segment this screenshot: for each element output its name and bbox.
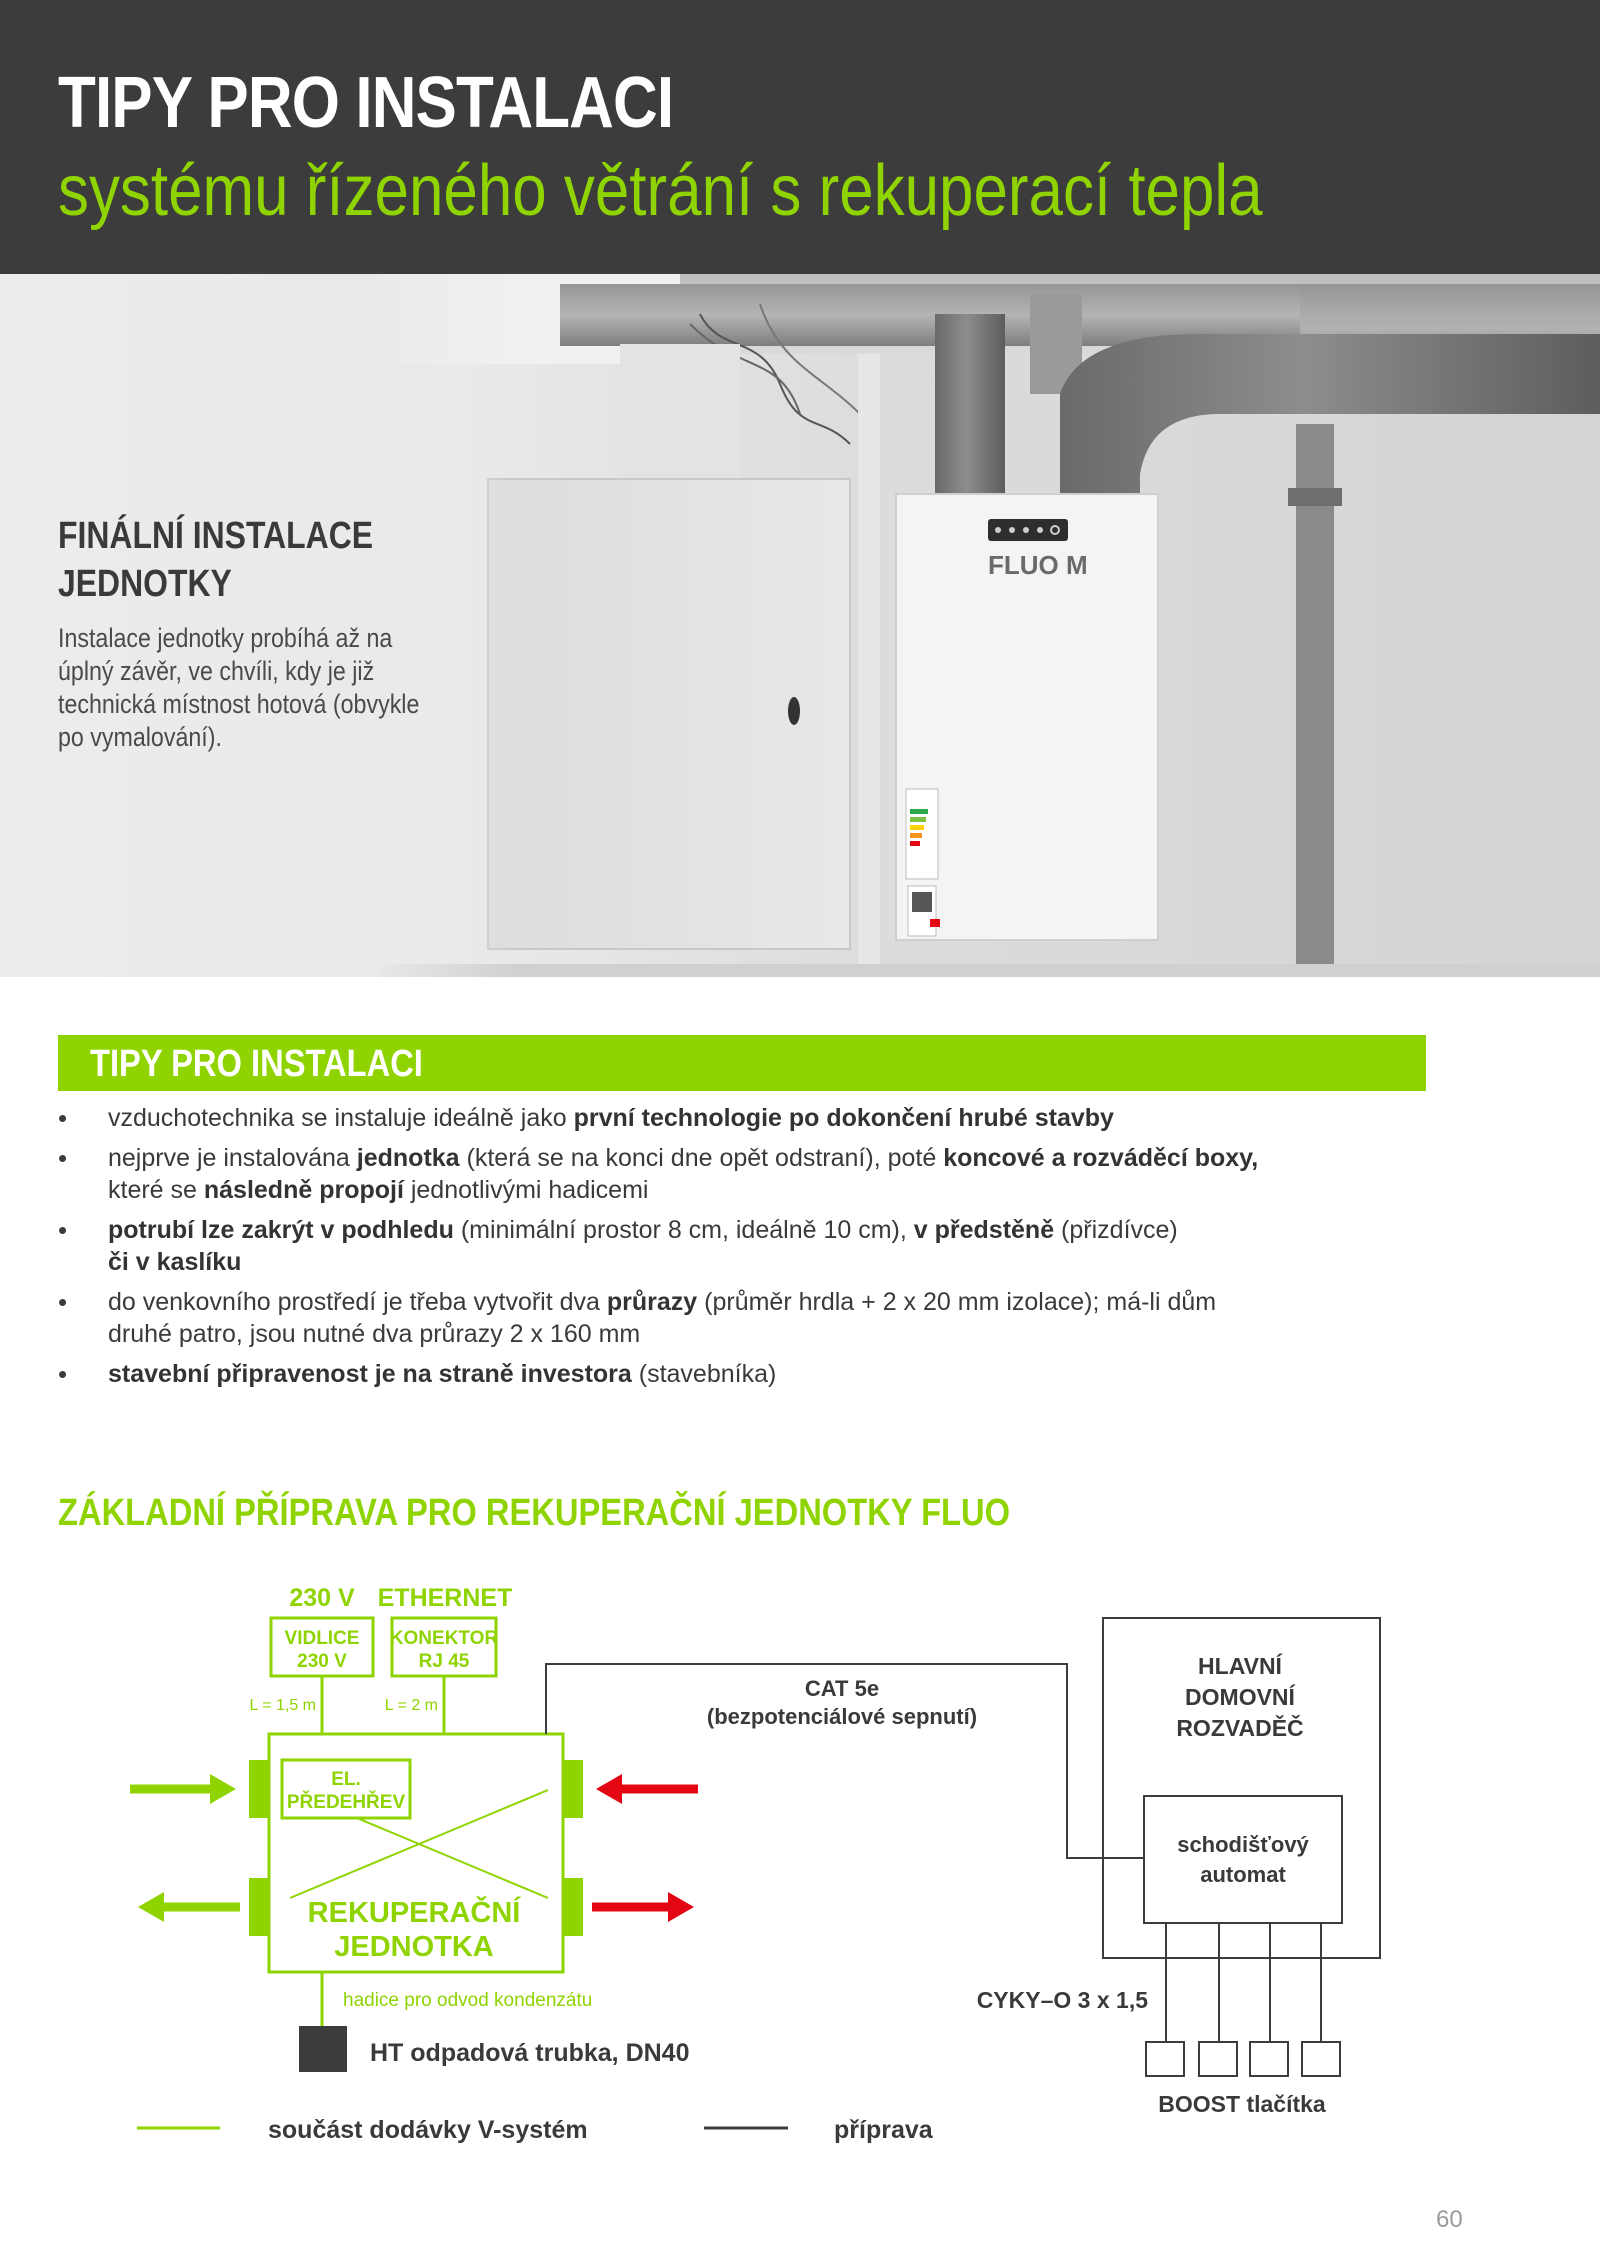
main-board-label-line: DOMOVNÍ [1185,1683,1296,1710]
tip-text: (přizdívce) [1054,1216,1178,1244]
plug-label-line: 230 V [297,1651,347,1672]
tip-item: stavební připravenost je na straně inves… [58,1358,1418,1390]
drain-pipe-block [299,2026,347,2072]
tip-text: do venkovního prostředí je třeba vytvoři… [108,1288,607,1316]
tip-text-bold: či v kaslíku [108,1248,242,1276]
wiring-diagram: 230 V ETHERNET VIDLICE 230 V KONEKTOR RJ… [130,1584,1381,2144]
installation-photo-illustration: FLUO M [380,274,1600,977]
tip-text: vzduchotechnika se instaluje ideálně jak… [108,1104,574,1132]
tip-text: jednotlivými hadicemi [403,1176,649,1204]
tip-line: stavební připravenost je na straně inves… [108,1358,1418,1390]
supply-air-out-arrow [592,1892,694,1922]
intro-title-line: FINÁLNÍ INSTALACE [58,515,374,557]
tip-line: vzduchotechnika se instaluje ideálně jak… [108,1102,1418,1134]
preheater-label-line: PŘEDEHŘEV [287,1791,406,1813]
tip-line: potrubí lze zakrýt v podhledu (minimální… [108,1214,1418,1246]
tips-list: vzduchotechnika se instaluje ideálně jak… [58,1102,1418,1398]
port-right-bottom [563,1878,583,1936]
staircase-label-line: automat [1200,1862,1286,1887]
tip-text-bold: koncové a rozváděcí boxy, [943,1144,1259,1172]
tip-text-bold: následně propojí [203,1176,404,1204]
tip-text-bold: jednotka [356,1144,460,1172]
connector-label-line: KONEKTOR [390,1628,499,1649]
intro-text-line: po vymalování). [58,722,222,752]
preheater-label-line: EL. [331,1769,361,1790]
page-subtitle: systému řízeného větrání s rekuperací te… [58,151,1263,231]
tip-text-bold: stavební připravenost je na straně inves… [108,1360,632,1388]
staircase-label-line: schodišťový [1177,1832,1309,1857]
installation-photo: FLUO M [0,274,1600,977]
tip-line: druhé patro, jsou nutné dva průrazy 2 x … [108,1318,1418,1350]
tip-text: druhé patro, jsou nutné dva průrazy 2 x … [108,1320,641,1348]
tip-text: které se [108,1176,204,1204]
boost-label: BOOST tlačítka [1158,2091,1326,2117]
tip-line: do venkovního prostředí je třeba vytvoři… [108,1286,1418,1318]
staircase-automat-box [1143,1795,1343,1924]
intro-title-line: JEDNOTKY [58,563,232,605]
intro-text-line: technická místnost hotová (obvykle [58,689,420,719]
intro-text-line: Instalace jednotky probíhá až na [58,623,393,653]
exhaust-out-arrow [138,1892,240,1922]
ethernet-label: ETHERNET [378,1584,513,1612]
tip-text: (minimální prostor 8 cm, ideálně 10 cm), [453,1216,914,1244]
tip-text: nejprve je instalována [108,1144,357,1172]
boost-button-4 [1301,2041,1341,2077]
tip-text-bold: první technologie po dokončení hrubé sta… [573,1104,1114,1132]
port-left-bottom [249,1878,269,1936]
unit-label-line: REKUPERAČNÍ [308,1895,522,1929]
page-number: 60 [1436,2206,1463,2233]
tip-line: nejprve je instalována jednotka (která s… [108,1142,1418,1174]
intro-title: FINÁLNÍ INSTALACE JEDNOTKY [58,512,373,608]
plug-label-line: VIDLICE [285,1628,360,1649]
power-label: 230 V [289,1584,355,1612]
tip-text: (která se na konci dne opět odstraní), p… [459,1144,944,1172]
cyky-label: CYKY–O 3 x 1,5 [977,1987,1149,2013]
plug-cable-length: L = 1,5 m [249,1697,316,1714]
legend-prep-label: příprava [834,2116,934,2144]
fluo-m-label: FLUO M [988,550,1088,580]
intro-text-line: úplný závěr, ve chvíli, kdy je již [58,656,375,686]
fresh-air-in-arrow [130,1774,236,1804]
intro-text: Instalace jednotky probíhá až na úplný z… [58,622,420,754]
tip-text-bold: v předstěně [913,1216,1055,1244]
boost-button-1 [1145,2041,1185,2077]
port-right-top [563,1760,583,1818]
diagram-title: ZÁKLADNÍ PŘÍPRAVA PRO REKUPERAČNÍ JEDNOT… [58,1492,1011,1534]
tip-text: (stavebníka) [631,1360,777,1388]
tip-item: nejprve je instalována jednotka (která s… [58,1142,1418,1206]
tip-line: které se následně propojí jednotlivými h… [108,1174,1418,1206]
preheater-box [280,1758,412,1820]
page-title: TIPY PRO INSTALACI [58,63,674,143]
tip-line: či v kaslíku [108,1246,1418,1278]
connector-cable-length: L = 2 m [385,1697,438,1714]
cat5e-label-line: CAT 5e [805,1676,879,1701]
drain-label: HT odpadová trubka, DN40 [370,2039,690,2067]
recuperation-unit-box [267,1732,565,1974]
condensate-label: hadice pro odvod kondenzátu [343,1990,592,2011]
tip-text: (průměr hrdla + 2 x 20 mm izolace); má-l… [697,1288,1217,1316]
main-board-label-line: ROZVADĚČ [1176,1714,1303,1741]
main-board-box [1102,1617,1381,1959]
cat5e-cable [545,1663,1144,1859]
unit-label-line: JEDNOTKA [334,1931,494,1963]
extract-air-in-arrow [596,1774,698,1804]
tip-text-bold: potrubí lze zakrýt v podhledu [108,1216,454,1244]
boost-button-2 [1198,2041,1238,2077]
tip-item: do venkovního prostředí je třeba vytvoři… [58,1286,1418,1350]
port-left-top [249,1760,269,1818]
cat5e-label-line: (bezpotenciálové sepnutí) [707,1704,977,1729]
page-header: TIPY PRO INSTALACI systému řízeného větr… [0,0,1600,274]
tip-text-bold: průrazy [606,1288,698,1316]
tips-heading: TIPY PRO INSTALACI [90,1043,423,1085]
legend-supplied-label: součást dodávky V-systém [268,2116,588,2144]
boost-button-3 [1249,2041,1289,2077]
tip-item: potrubí lze zakrýt v podhledu (minimální… [58,1214,1418,1278]
photo-text-overlay [0,274,520,977]
main-board-label-line: HLAVNÍ [1198,1652,1283,1679]
tips-heading-bar: TIPY PRO INSTALACI [58,1035,1426,1091]
tip-item: vzduchotechnika se instaluje ideálně jak… [58,1102,1418,1134]
connector-label-line: RJ 45 [419,1651,470,1672]
